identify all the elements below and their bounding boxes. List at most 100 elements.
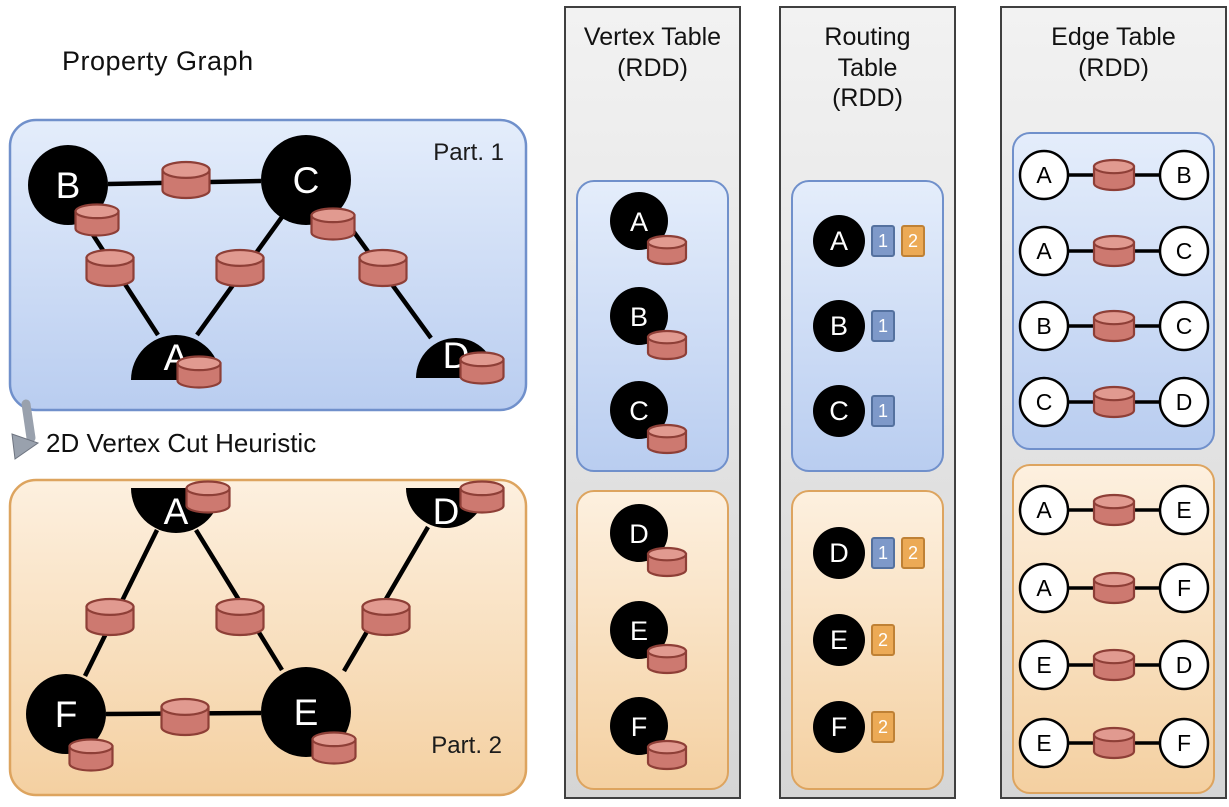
routing-vertex-circle: C: [813, 385, 865, 437]
edge-dst-letter: C: [1175, 238, 1192, 264]
property-cylinder-icon: [1092, 159, 1135, 192]
edge-dst-letter: E: [1176, 497, 1191, 523]
edge-src-circle: [1018, 376, 1069, 427]
title-line: Table: [837, 53, 898, 82]
routing-partition-badge: 2: [901, 537, 925, 569]
vertex-circle: [609, 192, 668, 251]
property-cylinder-icon: [1092, 649, 1135, 682]
property-cylinder-icon: [310, 207, 356, 241]
property-graph-title: Property Graph: [62, 46, 254, 76]
routing-partition-badge: 1: [871, 537, 895, 569]
routing-partition-badge: 2: [871, 624, 895, 656]
partition-part1-box: [8, 118, 528, 412]
edge-src-letter: A: [1036, 497, 1052, 523]
vertex-cut-heuristic-label: 2D Vertex Cut Heuristic: [46, 428, 317, 458]
edge-dst-circle: [1158, 300, 1209, 352]
vertex-table-partition1-box: A B C: [576, 180, 729, 472]
routing-partition-badge: 2: [901, 225, 925, 257]
vertex-entry-F: F: [609, 696, 687, 770]
vertex-entry-C: C: [609, 380, 687, 454]
property-cylinder-icon: [646, 423, 687, 454]
edge-src-letter: E: [1036, 730, 1051, 756]
partition-part2-label: Part. 2: [431, 732, 502, 759]
property-cylinder-icon: [646, 739, 687, 770]
vertex-entry-B: B: [609, 286, 687, 360]
property-cylinder-icon: [160, 697, 210, 737]
property-cylinder-icon: [646, 643, 687, 674]
property-cylinder-icon: [1092, 571, 1135, 604]
vertex-table-row: B: [605, 282, 701, 371]
vertex-entry-E: E: [609, 600, 687, 674]
edge-src-letter: A: [1036, 238, 1052, 264]
edge-src-letter: C: [1035, 389, 1052, 415]
property-cylinder-icon: [646, 329, 687, 360]
edge-dst-letter: F: [1176, 575, 1190, 601]
edge-src-circle: [1018, 484, 1069, 536]
vertex-letter: C: [293, 160, 320, 201]
edge-src-letter: B: [1036, 313, 1051, 339]
vertex-circle: [609, 286, 668, 345]
routing-vertex-circle: A: [813, 215, 865, 267]
edge-dst-circle: [1158, 717, 1209, 769]
vertex-cut-arrow-icon: [11, 399, 40, 460]
edge-dst-circle: [1158, 376, 1209, 427]
property-cylinder-icon: [358, 248, 408, 288]
property-cylinder-icon: [74, 203, 120, 237]
graph-vertex-F: F: [26, 674, 106, 754]
property-cylinder-icon: [311, 731, 357, 765]
title-line: (RDD): [832, 84, 903, 112]
vertex-entry-A: A: [609, 192, 687, 266]
vertex-letter: A: [164, 491, 189, 532]
vertex-table-row: D: [605, 499, 701, 588]
routing-vertex-circle: F: [813, 701, 865, 753]
property-cylinder-icon: [1092, 310, 1135, 343]
title-line: Routing: [824, 23, 911, 51]
property-cylinder-icon: [161, 160, 211, 200]
vertex-circle: [609, 600, 668, 659]
edge-src-circle: [1018, 225, 1069, 277]
vertex-letter: B: [629, 302, 647, 332]
vertex-circle: [609, 380, 668, 439]
vertex-table-row: E: [605, 596, 701, 685]
vertex-letter: A: [629, 207, 647, 237]
property-cylinder-icon: [1092, 727, 1135, 760]
vertex-letter: D: [433, 491, 460, 532]
edge-table-title: Edge Table (RDD): [1002, 8, 1225, 83]
vertex-letter: E: [294, 692, 319, 733]
routing-partition-badge: 1: [871, 395, 895, 427]
property-cylinder-icon: [68, 738, 114, 772]
property-cylinder-icon: [459, 351, 505, 385]
title-line: (RDD): [617, 53, 688, 82]
routing-partition-badge: 1: [871, 310, 895, 342]
vertex-letter: C: [629, 396, 649, 426]
edge-dst-letter: D: [1175, 652, 1192, 678]
edge-dst-letter: D: [1175, 389, 1192, 415]
vertex-letter: D: [629, 519, 649, 549]
property-cylinder-icon: [1092, 493, 1135, 526]
vertex-circle: [609, 504, 668, 563]
property-cylinder-icon: [215, 248, 265, 288]
routing-vertex-circle: B: [813, 300, 865, 352]
routing-partition-badge: 1: [871, 225, 895, 257]
vertex-table-row: C: [605, 376, 701, 465]
property-cylinder-icon: [646, 547, 687, 578]
vertex-letter: F: [630, 712, 647, 742]
edge-src-circle: [1018, 640, 1069, 691]
